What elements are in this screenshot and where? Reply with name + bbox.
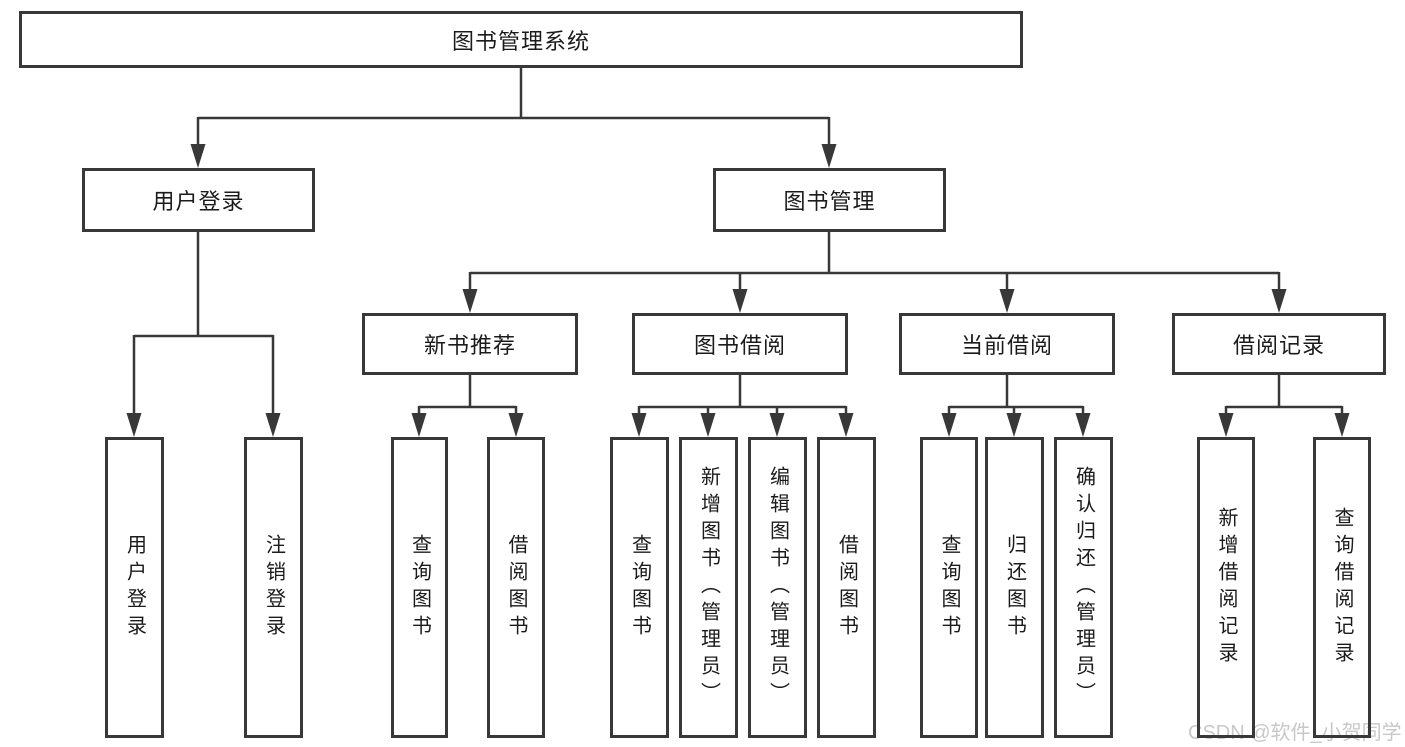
- arrow-down-icon: [838, 413, 854, 437]
- arrow-down-icon: [941, 413, 957, 437]
- node-label: 当前借阅: [960, 333, 1053, 358]
- node-book-management: 图书管理: [713, 168, 946, 232]
- node-label: 用户登录: [152, 189, 245, 214]
- node-label: 新增图书（管理员）: [697, 466, 720, 709]
- leaf-query-books-recommend: 查询图书: [391, 437, 448, 738]
- leaf-borrow-books-recommend: 借阅图书: [487, 437, 545, 738]
- node-label: 新增借阅记录: [1215, 506, 1237, 669]
- arrow-down-icon: [1271, 289, 1287, 313]
- leaf-return-books: 归还图书: [985, 437, 1044, 738]
- arrow-down-icon: [1218, 413, 1234, 437]
- node-label: 图书管理系统: [451, 28, 590, 54]
- node-label: 借阅记录: [1232, 333, 1325, 358]
- node-label: 归还图书: [1003, 533, 1026, 642]
- connector-new-book-recommend-to-leaves: [411, 375, 524, 437]
- leaf-query-books-borrowing: 查询图书: [610, 437, 669, 738]
- node-label: 查询图书: [408, 533, 431, 642]
- node-label: 图书借阅: [693, 333, 786, 358]
- node-label: 编辑图书（管理员）: [766, 466, 789, 709]
- arrow-down-icon: [1006, 413, 1022, 437]
- node-borrow-records: 借阅记录: [1172, 313, 1386, 375]
- arrow-down-icon: [631, 413, 647, 437]
- leaf-query-borrow-record: 查询借阅记录: [1313, 437, 1371, 738]
- node-new-book-recommend: 新书推荐: [362, 313, 578, 375]
- leaf-logout: 注销登录: [244, 437, 303, 738]
- leaf-add-borrow-record: 新增借阅记录: [1197, 437, 1255, 738]
- connector-current-borrowing-to-leaves: [941, 375, 1091, 437]
- arrow-down-icon: [265, 413, 281, 437]
- connector-user-login-to-leaves: [126, 232, 281, 437]
- node-label: 用户登录: [123, 533, 146, 642]
- node-label: 注销登录: [262, 533, 285, 642]
- arrow-down-icon: [462, 289, 478, 313]
- arrow-down-icon: [1075, 413, 1091, 437]
- arrow-down-icon: [999, 289, 1015, 313]
- leaf-borrow-books-borrowing: 借阅图书: [817, 437, 876, 738]
- arrow-down-icon: [508, 413, 524, 437]
- node-label: 查询图书: [938, 533, 960, 642]
- arrow-down-icon: [732, 289, 748, 313]
- leaf-confirm-return-admin: 确认归还（管理员）: [1054, 437, 1113, 738]
- node-label: 确认归还（管理员）: [1072, 466, 1095, 709]
- arrow-down-icon: [190, 144, 206, 168]
- arrow-down-icon: [411, 413, 427, 437]
- node-label: 查询图书: [628, 533, 651, 642]
- csdn-watermark: CSDN @软件_小贺同学: [1188, 722, 1402, 744]
- node-label: 借阅图书: [835, 533, 858, 642]
- connector-book-management-to-level3: [462, 232, 1287, 313]
- node-label: 查询借阅记录: [1331, 506, 1353, 669]
- connector-borrow-records-to-leaves: [1218, 375, 1350, 437]
- leaf-edit-books-admin: 编辑图书（管理员）: [748, 437, 807, 738]
- leaf-query-books-current: 查询图书: [920, 437, 978, 738]
- node-label: 图书管理: [783, 189, 876, 214]
- arrow-down-icon: [1334, 413, 1350, 437]
- node-root-library-management-system: 图书管理系统: [19, 11, 1023, 68]
- arrow-down-icon: [700, 413, 716, 437]
- node-book-borrowing: 图书借阅: [632, 313, 848, 375]
- leaf-add-books-admin: 新增图书（管理员）: [679, 437, 738, 738]
- node-label: 新书推荐: [423, 333, 516, 358]
- arrow-down-icon: [769, 413, 785, 437]
- node-current-borrowing: 当前借阅: [899, 313, 1115, 375]
- arrow-down-icon: [821, 144, 837, 168]
- node-user-login: 用户登录: [82, 168, 315, 232]
- connector-book-borrowing-to-leaves: [631, 375, 854, 437]
- arrow-down-icon: [126, 413, 142, 437]
- leaf-user-login: 用户登录: [105, 437, 164, 738]
- connector-root-to-level2: [190, 68, 837, 168]
- node-label: 借阅图书: [505, 533, 527, 642]
